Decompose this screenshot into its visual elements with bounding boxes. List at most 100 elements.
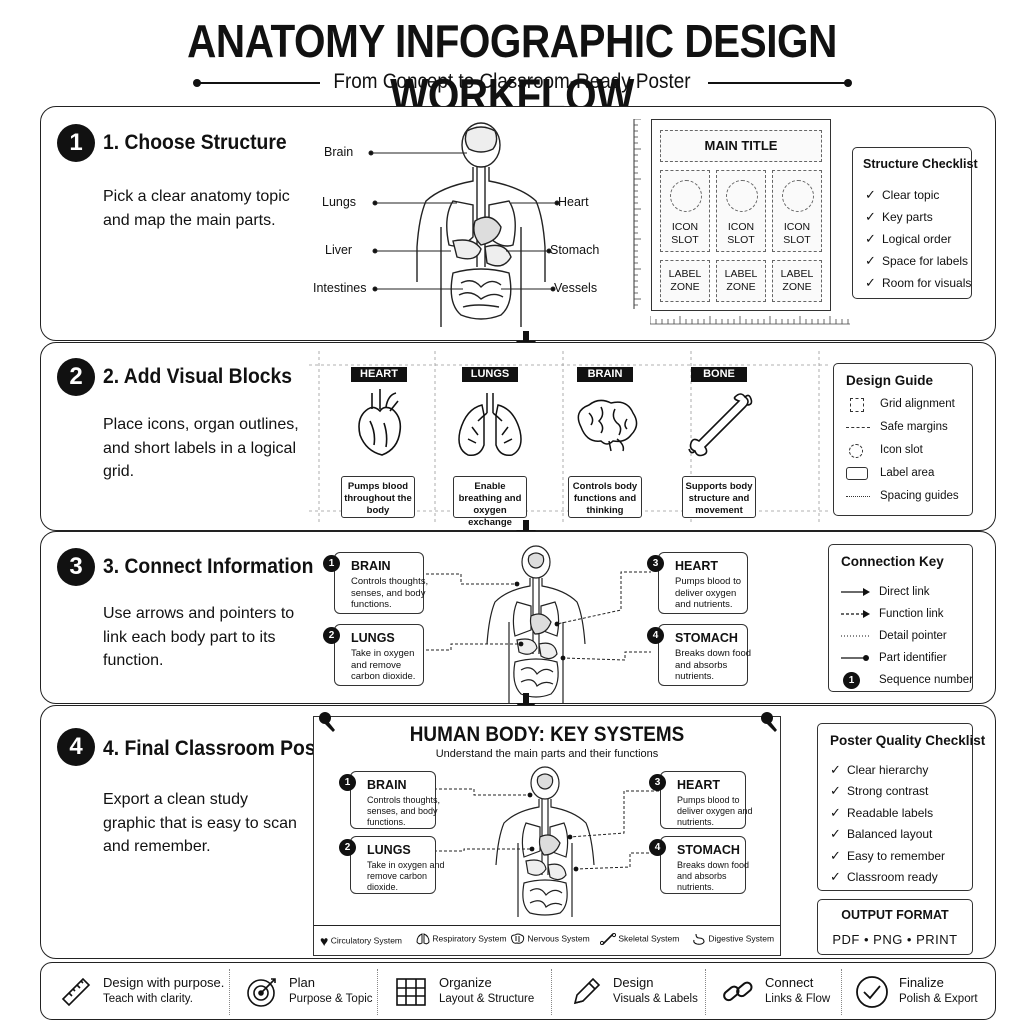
bone-icon: [688, 393, 753, 457]
icon-slot: ICON SLOT: [772, 170, 822, 252]
legend-nervous: Nervous System: [510, 933, 590, 945]
footer-divider: [229, 969, 230, 1015]
step-number-badge: 1: [57, 124, 95, 162]
stomach-icon: [693, 933, 705, 945]
poster-connection-pointers: [434, 788, 664, 872]
link-icon: [723, 981, 753, 1002]
block-tag-lungs: LUNGS: [462, 367, 518, 382]
check-icon: ✓: [865, 231, 876, 246]
divider-dot: [844, 79, 852, 87]
divider-dot: [193, 79, 201, 87]
design-guide-box: Design Guide Grid alignment Safe margins…: [833, 363, 973, 516]
stage-final-poster: 4 4. Final Classroom Poster Export a cle…: [40, 705, 996, 959]
stage-title: 3. Connect Information: [103, 555, 314, 578]
organ-label-brain: Brain: [324, 145, 354, 159]
stage-choose-structure: 1 1. Choose Structure Pick a clear anato…: [40, 106, 996, 341]
output-format-list: PDF • PNG • PRINT: [832, 932, 958, 947]
checklist-item: ✓Strong contrast: [830, 783, 929, 798]
organ-label-intestines: Intestines: [313, 281, 367, 295]
label-zone: LABEL ZONE: [660, 260, 710, 302]
info-card-stomach: 4 STOMACH Breaks down food and absorbs n…: [647, 624, 751, 686]
organ-pointer-lines: [368, 150, 560, 292]
stage-title: 2. Add Visual Blocks: [103, 365, 292, 388]
stage-description: Place icons, organ outlines, and short l…: [103, 416, 299, 480]
legend-circulatory: ♥ Circulatory System: [320, 933, 403, 949]
block-caption-card: Enable breathing and oxygen exchange: [453, 476, 527, 528]
dashed-circle-icon: [849, 444, 863, 458]
structure-checklist: Structure Checklist ✓Clear topic ✓Key pa…: [852, 147, 978, 299]
sequence-number-badge: 4: [647, 627, 664, 644]
icon-slot: ICON SLOT: [716, 170, 766, 252]
checklist-item: ✓Easy to remember: [830, 848, 946, 863]
dashed-arrow-icon: [841, 610, 870, 618]
step-number-badge: 4: [57, 728, 95, 766]
pushpin-icon: [761, 712, 777, 732]
legend-digestive: Digestive System: [692, 933, 774, 945]
output-format-box: OUTPUT FORMAT PDF • PNG • PRINT: [817, 899, 973, 955]
poster-card-stomach: 4 STOMACH Breaks down food and absorbs n…: [649, 836, 749, 894]
pencil-icon: [573, 977, 601, 1005]
footer-divider: [841, 969, 842, 1015]
check-icon: ✓: [830, 783, 841, 798]
grid-icon: [396, 978, 426, 1006]
stage-description: Use arrows and pointers to link each bod…: [103, 605, 295, 669]
divider-line: [708, 82, 848, 84]
sequence-number-badge: 1: [843, 672, 860, 689]
sequence-number-badge: 1: [339, 774, 356, 791]
target-icon: [247, 978, 276, 1007]
sequence-number-badge: 3: [649, 774, 666, 791]
solid-arrow-icon: [841, 588, 870, 596]
icon-placeholder-circle: [670, 180, 702, 212]
step-number-badge: 2: [57, 358, 95, 396]
info-card-lungs: 2 LUNGS Take in oxygen and remove carbon…: [323, 624, 424, 686]
icon-slot: ICON SLOT: [660, 170, 710, 252]
poster-title: HUMAN BODY: KEY SYSTEMS: [409, 723, 685, 746]
brain-icon: [510, 933, 525, 944]
page-title: ANATOMY INFOGRAPHIC DESIGN WORKFLOW: [187, 15, 837, 121]
stage-add-visual-blocks: 2 2. Add Visual Blocks Place icons, orga…: [40, 342, 996, 531]
footer-divider: [551, 969, 552, 1015]
organ-label-liver: Liver: [325, 243, 353, 257]
lungs-icon: [416, 933, 430, 945]
key-title: Connection Key: [841, 554, 944, 569]
divider-line: [198, 82, 320, 84]
stage-connect-information: 3 3. Connect Information Use arrows and …: [40, 531, 996, 704]
icon-placeholder-circle: [726, 180, 758, 212]
block-caption-card: Supports body structure and movement: [682, 476, 756, 518]
main-title-slot: MAIN TITLE: [660, 130, 822, 162]
connection-pointers: [421, 571, 651, 661]
page-subtitle: From Concept to Classroom-Ready Poster: [333, 70, 691, 93]
stage-description: Export a clean study graphic that is eas…: [103, 791, 297, 855]
step-number-badge: 3: [57, 548, 95, 586]
checklist-item: ✓Readable labels: [830, 805, 934, 820]
block-tag-heart: HEART: [351, 367, 407, 382]
vertical-ruler: [633, 119, 641, 309]
check-icon: ✓: [865, 187, 876, 202]
poster-card-lungs: 2 LUNGS Take in oxygen and remove carbon…: [339, 836, 445, 894]
check-icon: ✓: [830, 805, 841, 820]
organ-label-lungs: Lungs: [322, 195, 357, 209]
checklist-item: ✓Space for labels: [865, 253, 969, 268]
poster-quality-checklist: Poster Quality Checklist ✓Clear hierarch…: [817, 723, 985, 891]
stage-description: Pick a clear anatomy topic and map the m…: [103, 188, 290, 229]
legend-skeletal: Skeletal System: [599, 932, 679, 946]
block-caption-card: Pumps blood throughout the body: [341, 476, 415, 518]
checklist-title: Poster Quality Checklist: [830, 733, 986, 748]
guide-title: Design Guide: [846, 373, 934, 388]
check-icon: ✓: [830, 869, 841, 884]
checklist-item: ✓Balanced layout: [830, 826, 933, 841]
classroom-poster: HUMAN BODY: KEY SYSTEMS Understand the m…: [313, 716, 781, 956]
organ-label-heart: Heart: [558, 195, 589, 209]
horizontal-ruler: [650, 316, 850, 325]
dotted-line-icon: [841, 635, 869, 637]
pointer-dot-icon: [841, 655, 869, 661]
checklist-item: ✓Logical order: [865, 231, 952, 246]
sequence-number-badge: 2: [339, 839, 356, 856]
stage-title: 4. Final Classroom Poster: [103, 737, 341, 760]
checkmark-circle-icon: [856, 976, 888, 1008]
dashed-square-icon: [850, 398, 864, 412]
checklist-item: ✓Key parts: [865, 209, 933, 224]
organ-label-vessels: Vessels: [554, 281, 598, 295]
sequence-number-badge: 3: [647, 555, 664, 572]
sequence-number-badge: 1: [323, 555, 340, 572]
